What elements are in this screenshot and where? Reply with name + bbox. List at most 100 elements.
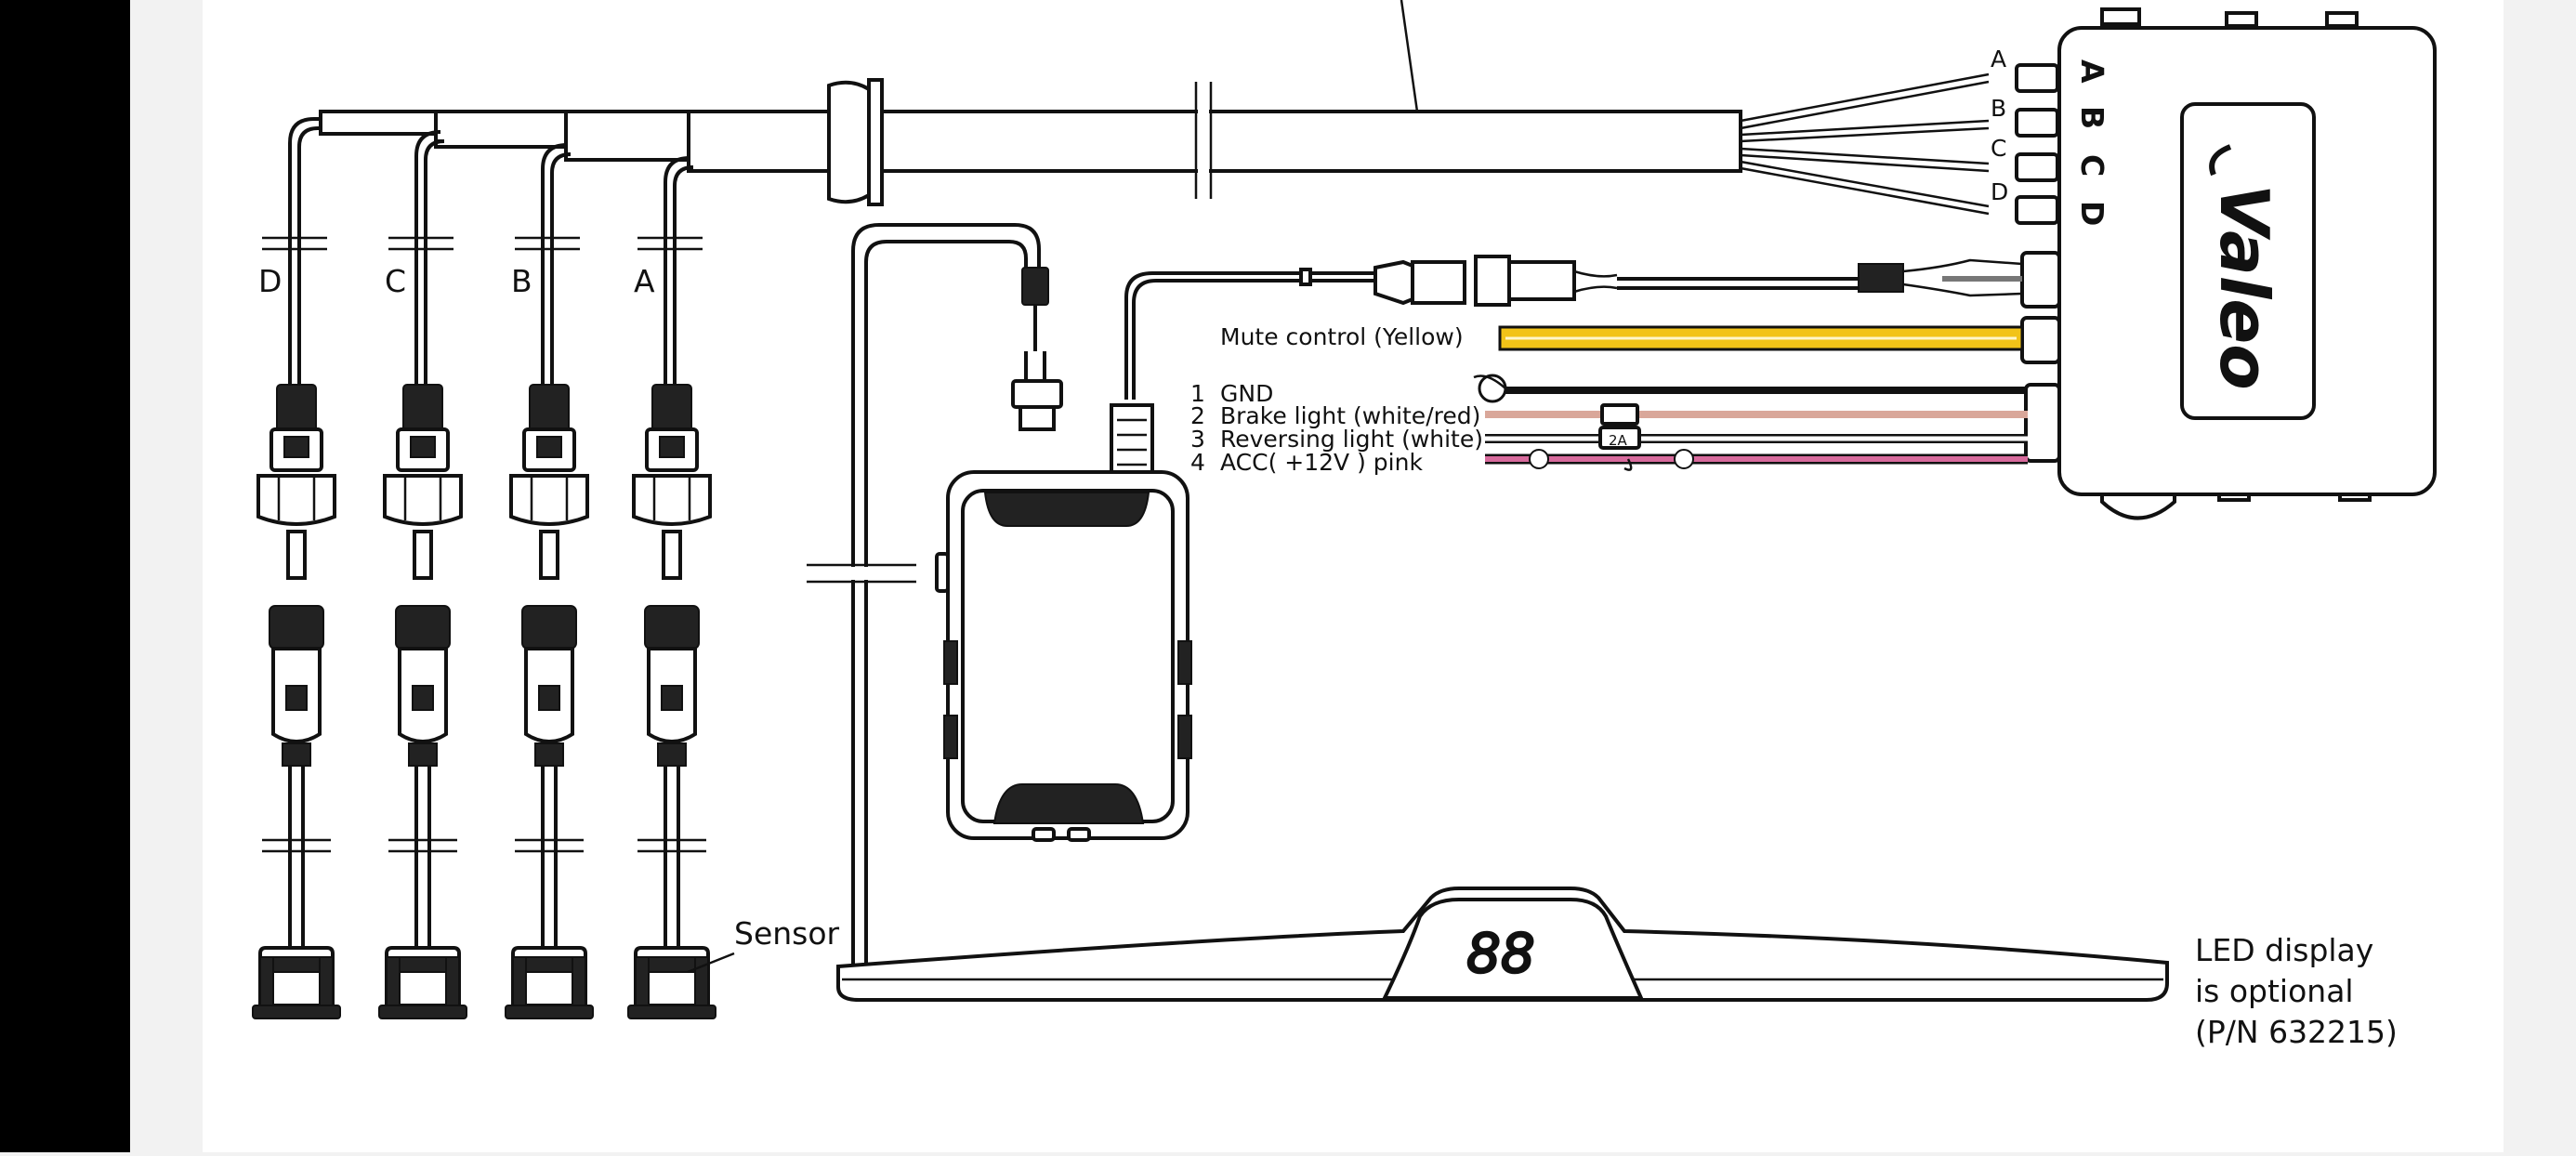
wire-number-2: 2 xyxy=(1190,402,1205,429)
sensor-connector-window xyxy=(283,436,309,458)
harness-break-gap xyxy=(1198,108,1209,175)
sensor-plug-window xyxy=(661,685,683,711)
grommet xyxy=(827,80,871,204)
cable-split xyxy=(1902,258,2023,297)
display-cable xyxy=(1124,255,2023,400)
ecu-side-letter-b: B xyxy=(2074,106,2110,129)
sensor-connector-window xyxy=(659,436,685,458)
sensor-connector-window xyxy=(536,436,562,458)
ecu-side-letter-c: C xyxy=(2074,154,2110,177)
module-cable-split xyxy=(1024,305,1046,381)
harness-segment-d xyxy=(319,110,438,136)
harness-segment-b xyxy=(564,110,690,162)
fan-wire-a xyxy=(1740,72,1990,130)
wire-label-acc: ACC( +12V ) pink xyxy=(1220,449,1423,476)
module-loop-wire xyxy=(851,223,1041,966)
module-output-ribs xyxy=(1117,418,1147,466)
wire-number-1: 1 xyxy=(1190,380,1205,407)
sensor-leader-line xyxy=(687,952,735,974)
sensor-wire xyxy=(297,126,321,385)
sensor-channel-letter: C xyxy=(385,263,406,299)
mute-control-label: Mute control (Yellow) xyxy=(1220,323,1464,350)
sensor-channel-d: D xyxy=(252,117,341,1019)
sensor-connector-pin xyxy=(413,530,433,580)
sensor-head-cap xyxy=(648,956,696,973)
module-side-grip xyxy=(1177,715,1192,759)
sensor-wire xyxy=(288,117,321,385)
display-note-line-3: (P/N 632215) xyxy=(2195,1014,2398,1050)
sensor-plug-window xyxy=(538,685,560,711)
module-side-grip xyxy=(1177,640,1192,685)
sensor-lead-wire xyxy=(664,766,680,950)
harness-leader-line xyxy=(1400,0,1419,112)
vertical-break-gap xyxy=(849,567,870,580)
sensor-connector-nut xyxy=(632,474,712,526)
brake-wire-splice xyxy=(1600,403,1639,426)
fan-letter-c: C xyxy=(1991,135,2006,162)
inline-connector-body xyxy=(1507,260,1576,301)
ecu-side-letter-d: D xyxy=(2074,201,2110,226)
fan-letter-b: B xyxy=(1991,95,2006,122)
sensor-connector-nut-ribs xyxy=(277,476,316,520)
ecu-tab xyxy=(2100,7,2141,26)
left-black-bar xyxy=(0,0,130,1152)
module-side-grip xyxy=(943,715,958,759)
fan-letter-a: A xyxy=(1991,46,2006,72)
inline-connector-tail xyxy=(1573,269,1618,294)
control-unit: Valeo A B C D xyxy=(2020,7,2437,520)
sensor-connector-boot xyxy=(529,384,570,432)
module-output-connector xyxy=(1110,403,1154,479)
ecu-socket-display xyxy=(2020,251,2061,309)
sensor-bezel xyxy=(252,1005,341,1019)
plug-d xyxy=(2015,195,2059,225)
fan-letter-d: D xyxy=(1991,178,2008,205)
sensor-connector-nut xyxy=(256,474,336,526)
sensor-connector-nut-ribs xyxy=(530,476,569,520)
ecu-socket-mute xyxy=(2020,316,2061,364)
sensor-bezel xyxy=(505,1005,594,1019)
sensor-connector-pin xyxy=(539,530,559,580)
sensor-head-cap xyxy=(399,956,447,973)
sensor-channel-letter: D xyxy=(258,263,282,299)
plug-c xyxy=(2015,152,2059,182)
ecu-tab xyxy=(2325,11,2359,28)
sensor-plug-collar xyxy=(408,742,438,767)
sensor-plug-cap xyxy=(521,605,577,650)
sensor-head-cap xyxy=(272,956,321,973)
led-display: 88 LED display is optional (P/N 632215) xyxy=(836,887,2398,1050)
fan-letters: A B C D xyxy=(1991,46,2008,205)
sensor-plug-cap xyxy=(644,605,700,650)
ecu-socket-power xyxy=(2024,383,2061,463)
sensor-wire xyxy=(541,143,568,385)
harness-segment-c xyxy=(434,110,568,149)
gnd-ring-lug xyxy=(1473,374,1506,389)
sensor-connector-boot xyxy=(276,384,317,432)
sensor-lead-wire xyxy=(414,766,431,950)
module-foot xyxy=(1067,827,1091,842)
sensor-label: Sensor xyxy=(734,915,840,952)
sensor-wire xyxy=(673,165,694,385)
wire-number-3: 3 xyxy=(1190,426,1205,453)
sensor-plug-collar xyxy=(534,742,564,767)
sensor-channel-b: B xyxy=(505,143,594,1019)
sensor-channel-c: C xyxy=(378,130,467,1019)
inline-connector-female xyxy=(1474,255,1511,307)
sensor-plug-window xyxy=(412,685,434,711)
sensor-plug-collar xyxy=(282,742,311,767)
module-top-clip xyxy=(983,492,1150,527)
inline-connector-male xyxy=(1373,259,1414,306)
acc-wire-clip xyxy=(1529,449,1549,469)
sensor-connector-window xyxy=(410,436,436,458)
wire-label-reverse: Reversing light (white) xyxy=(1220,426,1483,453)
cable-sleeve-edge xyxy=(1299,268,1312,286)
sensor-wire xyxy=(414,130,441,385)
sensor-plug-cap xyxy=(269,605,324,650)
sensor-channel-letter: A xyxy=(634,263,655,299)
wire-label-gnd: GND xyxy=(1220,380,1273,407)
module-input-plug xyxy=(1011,379,1063,409)
display-note-line-1: LED display xyxy=(2195,932,2373,968)
fuse-label: 2A xyxy=(1609,432,1628,449)
cable-boot xyxy=(1858,263,1904,293)
ecu-side-letter-a: A xyxy=(2074,59,2110,84)
